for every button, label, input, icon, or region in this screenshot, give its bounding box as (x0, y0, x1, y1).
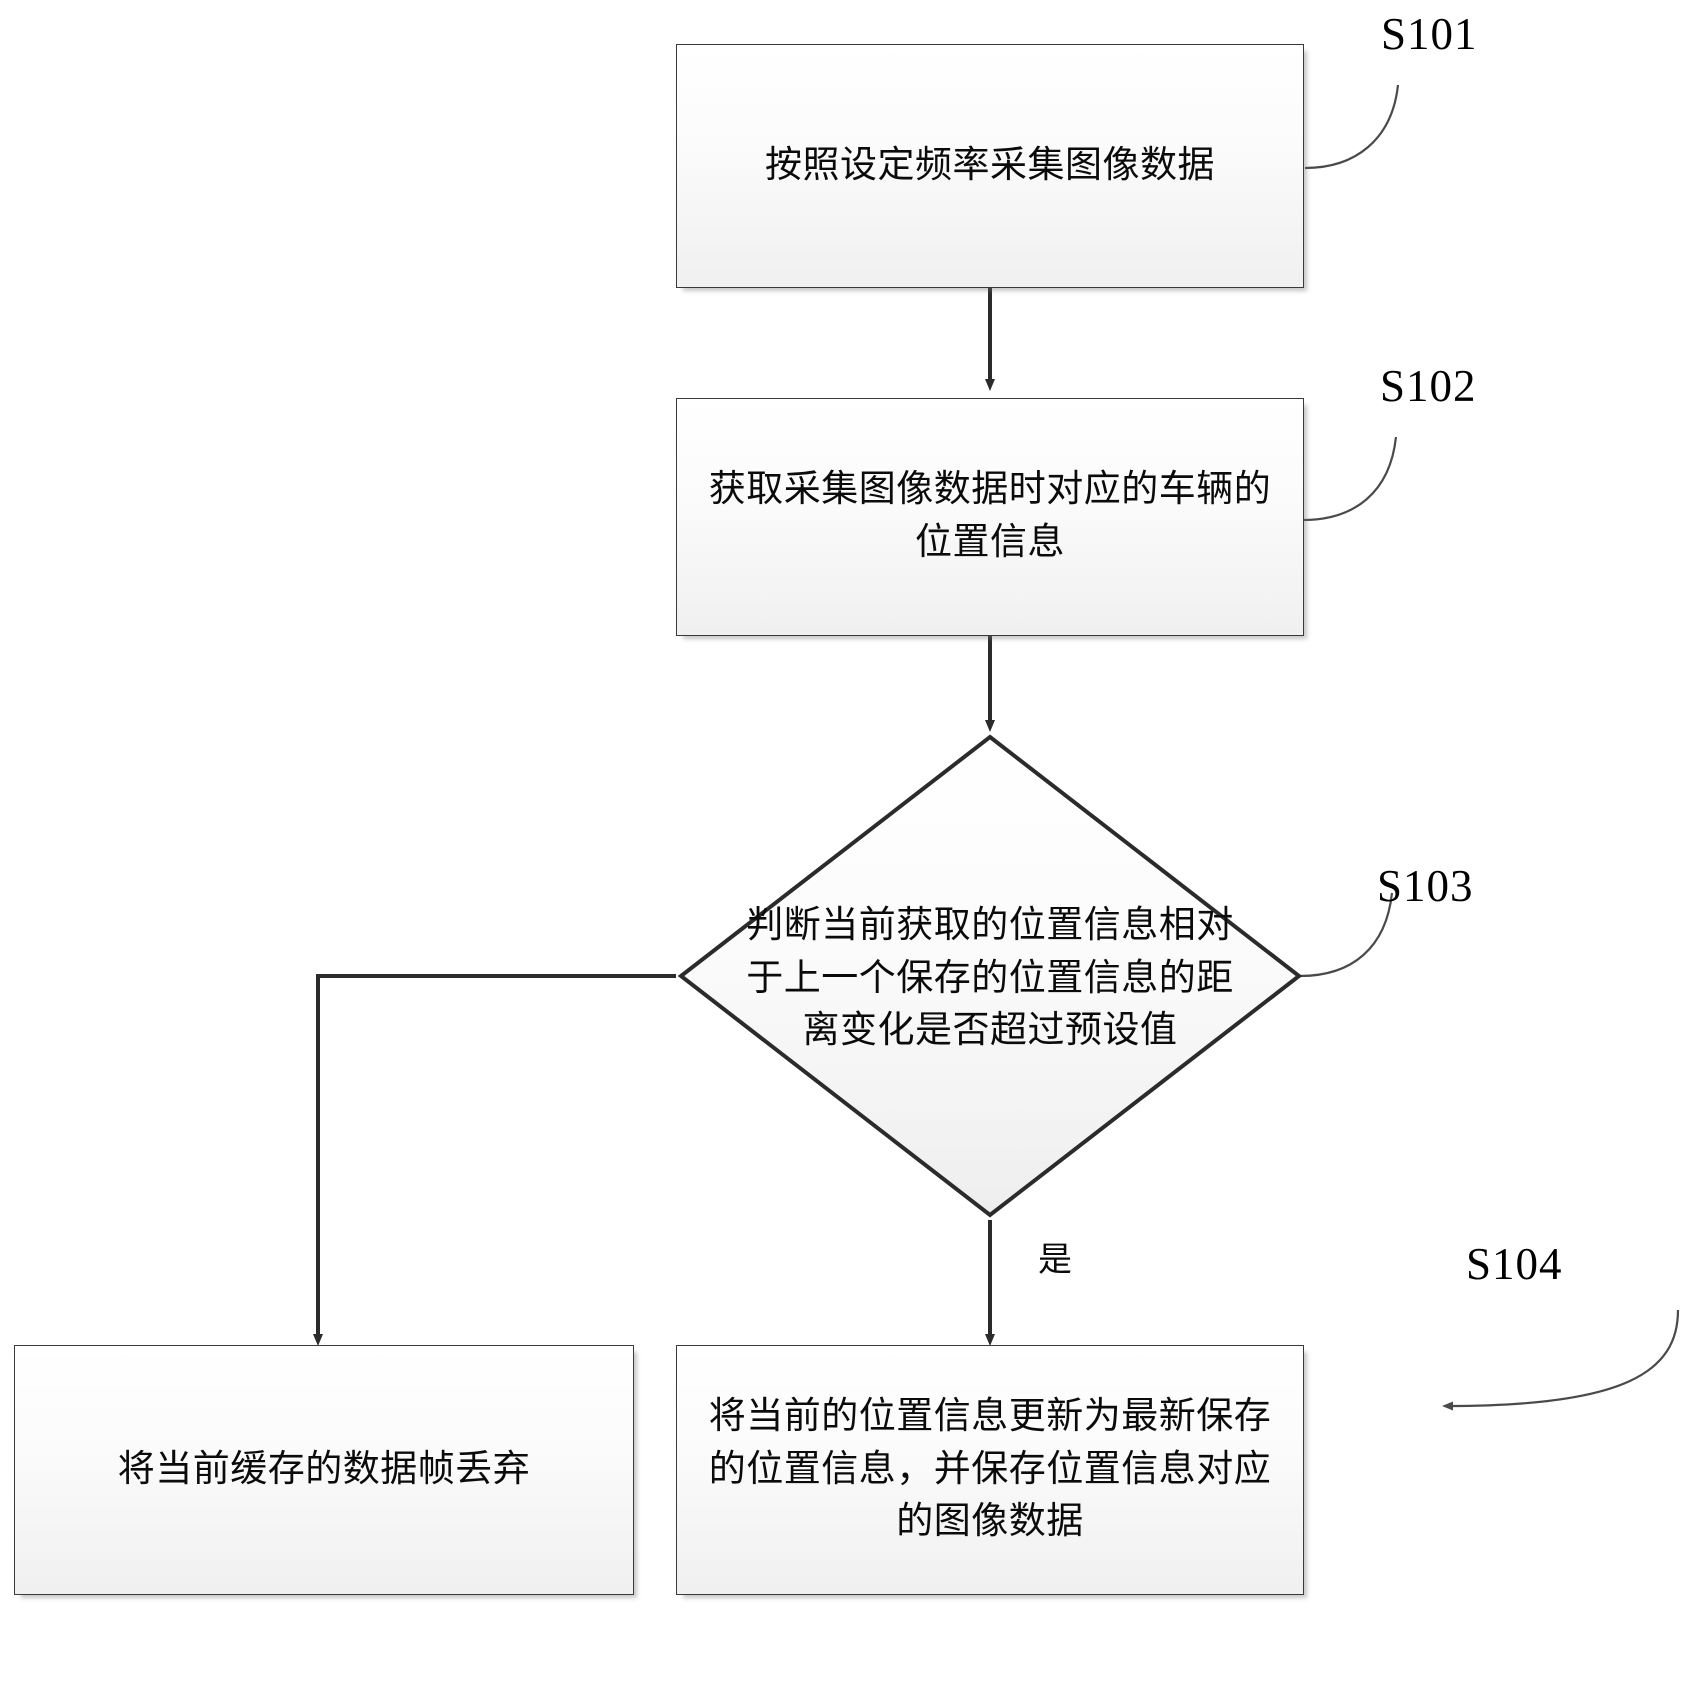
node-s103-label: 判断当前获取的位置信息相对 于上一个保存的位置信息的距 离变化是否超过预设值 (746, 905, 1234, 1052)
node-s103[interactable]: 判断当前获取的位置信息相对 于上一个保存的位置信息的距 离变化是否超过预设值 (676, 732, 1304, 1220)
leader-line-s104 (1442, 1309, 1680, 1411)
step-label-s102: S102 (1380, 361, 1477, 411)
decision-outline (677, 734, 1303, 1218)
node-s102[interactable]: 获取采集图像数据时对应的车辆的 位置信息 (676, 398, 1304, 636)
node-s102-label: 获取采集图像数据时对应的车辆的 位置信息 (708, 469, 1272, 563)
connector-decision-to-discard (313, 974, 676, 1346)
node-discard[interactable]: 将当前缓存的数据帧丢弃 (14, 1345, 634, 1595)
leader-line-s101 (1304, 84, 1400, 170)
step-label-s103: S103 (1377, 861, 1474, 911)
node-s101-label: 按照设定频率采集图像数据 (765, 144, 1215, 186)
node-discard-label: 将当前缓存的数据帧丢弃 (117, 1448, 531, 1490)
decision-text-wrap: 判断当前获取的位置信息相对 于上一个保存的位置信息的距 离变化是否超过预设值 (676, 732, 1304, 1220)
node-s104-label: 将当前的位置信息更新为最新保存 的位置信息，并保存位置信息对应 的图像数据 (708, 1396, 1272, 1543)
leader-line-s102 (1302, 436, 1398, 522)
node-s101[interactable]: 按照设定频率采集图像数据 (676, 44, 1304, 288)
edge-label-yes: 是 (1038, 1242, 1072, 1279)
node-s104[interactable]: 将当前的位置信息更新为最新保存 的位置信息，并保存位置信息对应 的图像数据 (676, 1345, 1304, 1595)
step-label-s104: S104 (1466, 1239, 1563, 1289)
step-label-s101: S101 (1381, 9, 1478, 59)
